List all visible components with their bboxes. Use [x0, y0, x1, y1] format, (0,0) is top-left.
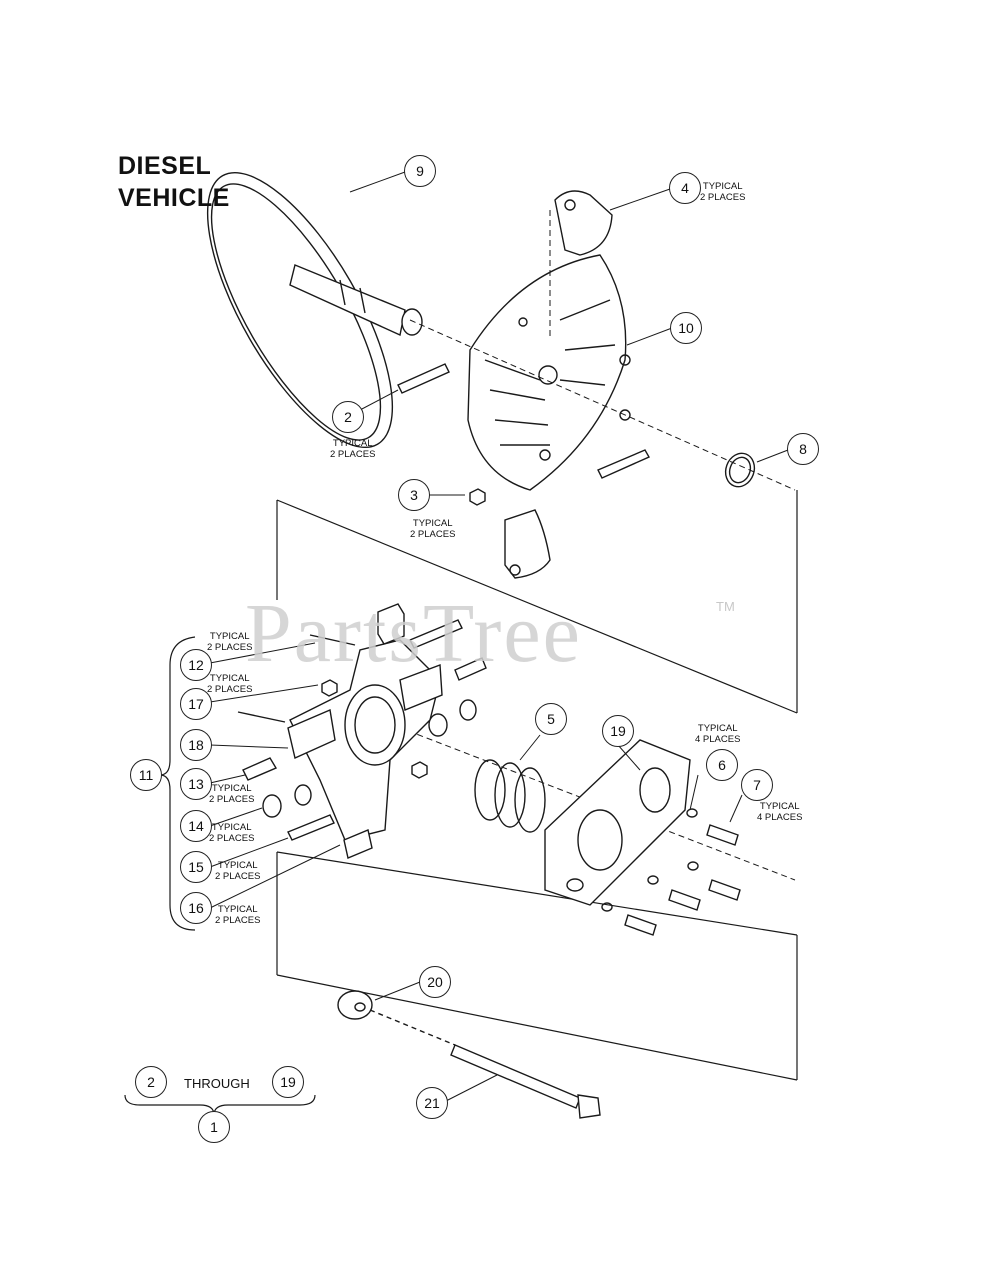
part-4-weight: [504, 190, 613, 579]
callout-19-through[interactable]: 19: [272, 1066, 304, 1098]
part-3-nut: [469, 488, 486, 506]
part-21-bolt: [369, 1009, 601, 1119]
part-9-sheave: [206, 171, 423, 449]
through-label: THROUGH: [184, 1076, 250, 1091]
callout-11[interactable]: 11: [130, 759, 162, 791]
callout-5[interactable]: 5: [535, 703, 567, 735]
callout-16[interactable]: 16: [180, 892, 212, 924]
callout-15[interactable]: 15: [180, 851, 212, 883]
callout-10[interactable]: 10: [670, 312, 702, 344]
callout-9[interactable]: 9: [404, 155, 436, 187]
part-20-washer: [337, 990, 373, 1020]
spider-hardware: [237, 603, 487, 859]
callout-2-through[interactable]: 2: [135, 1066, 167, 1098]
title-line2: VEHICLE: [118, 184, 230, 212]
callout-17[interactable]: 17: [180, 688, 212, 720]
part-10-housing: [467, 254, 631, 491]
part-19-cover: [544, 739, 691, 906]
part-8-ring: [724, 452, 756, 488]
callout-14[interactable]: 14: [180, 810, 212, 842]
callout-7[interactable]: 7: [741, 769, 773, 801]
callout-21[interactable]: 21: [416, 1087, 448, 1119]
part-11-spider: [287, 639, 443, 841]
cover-bolts: [601, 808, 741, 936]
leader-lines: [209, 171, 789, 1103]
callout-12[interactable]: 12: [180, 649, 212, 681]
watermark: PartsTree: [245, 587, 582, 680]
callout-6[interactable]: 6: [706, 749, 738, 781]
callout-3[interactable]: 3: [398, 479, 430, 511]
callout-20[interactable]: 20: [419, 966, 451, 998]
callout-13[interactable]: 13: [180, 768, 212, 800]
callout-2[interactable]: 2: [332, 401, 364, 433]
callout-18[interactable]: 18: [180, 729, 212, 761]
callout-19[interactable]: 19: [602, 715, 634, 747]
part-5-spring: [474, 759, 546, 833]
callout-8[interactable]: 8: [787, 433, 819, 465]
title-line1: DIESEL: [118, 152, 212, 180]
callout-1[interactable]: 1: [198, 1111, 230, 1143]
part-2-pins: [397, 363, 650, 479]
callout-4[interactable]: 4: [669, 172, 701, 204]
watermark-tm: TM: [716, 599, 735, 614]
